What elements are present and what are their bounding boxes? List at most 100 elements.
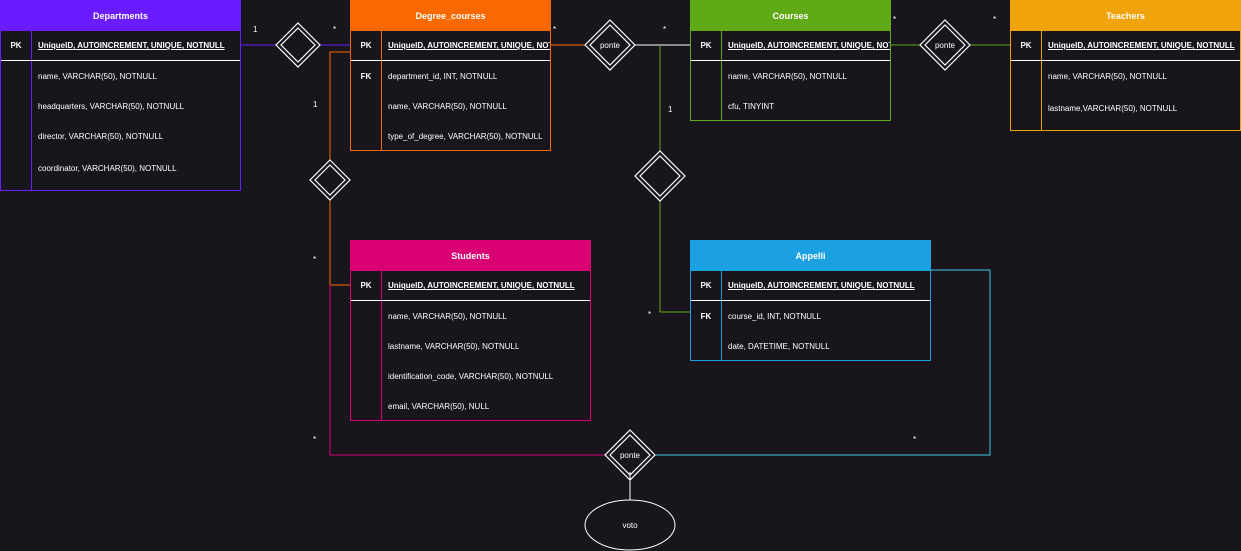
key-column-divider <box>381 31 382 150</box>
attribute-text: course_id, INT, NOTNULL <box>728 311 821 321</box>
key-column-divider <box>721 271 722 360</box>
attribute-key: FK <box>360 71 372 81</box>
attribute-key: FK <box>700 311 712 321</box>
attribute-text: UniqueID, AUTOINCREMENT, UNIQUE, NOTNULL <box>388 41 550 50</box>
attribute-text: name, VARCHAR(50), NOTNULL <box>388 101 507 111</box>
entity-attribute-row: cfu, TINYINT <box>691 91 890 121</box>
conn-students-ponte <box>329 285 606 456</box>
relationship-diamond <box>639 155 681 197</box>
entity-attribute-row: FK department_id, INT, NOTNULL <box>351 61 550 91</box>
cardinality-label: * <box>663 25 667 34</box>
entity-attribute-row: PK UniqueID, AUTOINCREMENT, UNIQUE, NOTNU… <box>1011 31 1240 61</box>
attribute-text: department_id, INT, NOTNULL <box>388 71 498 81</box>
attribute-text: name, VARCHAR(50), NOTNULL <box>728 71 847 81</box>
cardinality-label: * <box>313 255 317 264</box>
cardinality-label: * <box>893 15 897 24</box>
entity-departments-title: Departments <box>1 1 240 31</box>
attribute-key: PK <box>700 41 712 50</box>
entity-teachers[interactable]: Teachers PK UniqueID, AUTOINCREMENT, UNIQ… <box>1010 0 1241 131</box>
attribute-key: PK <box>700 281 712 290</box>
entity-courses-title: Courses <box>691 1 890 31</box>
conn-courses-appelli-2 <box>659 200 690 313</box>
cardinality-label: * <box>333 25 337 34</box>
relationship-diamond[interactable] <box>634 150 686 202</box>
cardinality-label: * <box>553 25 557 34</box>
entity-appelli-title: Appelli <box>691 241 930 271</box>
attribute-key: PK <box>1020 41 1032 50</box>
entity-attribute-row: headquarters, VARCHAR(50), NOTNULL <box>1 91 240 121</box>
cardinality-label: * <box>313 435 317 444</box>
connectors <box>241 44 1010 456</box>
attribute-text: UniqueID, AUTOINCREMENT, UNIQUE, NOTNULL <box>1048 41 1235 50</box>
entity-attribute-row: name, VARCHAR(50), NOTNULL <box>1 61 240 91</box>
attribute-text: email, VARCHAR(50), NULL <box>388 401 490 411</box>
cardinality-label: * <box>993 15 997 24</box>
attribute-text: coordinator, VARCHAR(50), NOTNULL <box>38 164 177 173</box>
entity-attribute-row: type_of_degree, VARCHAR(50), NOTNULL <box>351 121 550 151</box>
cardinality-label: * <box>648 310 652 319</box>
attribute-text: headquarters, VARCHAR(50), NOTNULL <box>38 101 185 111</box>
attribute-text: UniqueID, AUTOINCREMENT, UNIQUE, NOTNULL <box>728 281 915 290</box>
key-column-divider <box>721 31 722 120</box>
rel-label-courses-teachers: ponte <box>935 41 956 50</box>
attribute-text: identification_code, VARCHAR(50), NOTNUL… <box>388 371 554 381</box>
entity-attribute-row: date, DATETIME, NOTNULL <box>691 331 930 361</box>
entity-attribute-row: director, VARCHAR(50), NOTNULL <box>1 121 240 151</box>
attribute-text: name, VARCHAR(50), NOTNULL <box>1048 71 1167 81</box>
entity-departments[interactable]: Departments PK UniqueID, AUTOINCREMENT, U… <box>0 0 241 191</box>
entity-attribute-row: coordinator, VARCHAR(50), NOTNULL <box>1 151 240 186</box>
relationship-diamond <box>280 27 316 63</box>
relationship-diamond-ponte[interactable] <box>919 19 971 71</box>
entity-courses[interactable]: Courses PK UniqueID, AUTOINCREMENT, UNIQU… <box>690 0 891 121</box>
conn-degree-students <box>329 51 350 160</box>
entity-attribute-row: FK course_id, INT, NOTNULL <box>691 301 930 331</box>
attribute-key: PK <box>10 41 22 50</box>
cardinality-label: 1 <box>253 25 258 34</box>
entity-attribute-row: lastname, VARCHAR(50), NOTNULL <box>351 331 590 361</box>
entity-attribute-row: name, VARCHAR(50), NOTNULL <box>351 301 590 331</box>
attribute-text: UniqueID, AUTOINCREMENT, UNIQUE, NOTNULL <box>728 41 890 50</box>
conn-ponte-appelli <box>654 269 991 456</box>
relationship-diamond-ponte <box>589 24 631 66</box>
relationship-diamond[interactable] <box>275 22 321 68</box>
key-column-divider <box>381 271 382 420</box>
relationship-diamonds <box>275 19 971 481</box>
entity-attribute-row: PK UniqueID, AUTOINCREMENT, UNIQUE, NOTNU… <box>691 271 930 301</box>
key-column-divider <box>1041 31 1042 130</box>
relationship-diamond-ponte[interactable] <box>584 19 636 71</box>
entity-attribute-row: PK UniqueID, AUTOINCREMENT, UNIQUE, NOTNU… <box>351 31 550 61</box>
entity-attribute-row: PK UniqueID, AUTOINCREMENT, UNIQUE, NOTNU… <box>1 31 240 61</box>
entity-attribute-row: name, VARCHAR(50), NOTNULL <box>351 91 550 121</box>
relationship-diamond[interactable] <box>309 159 351 201</box>
cardinality-label: 1 <box>313 100 318 109</box>
relationship-diamond-ponte <box>924 24 966 66</box>
attribute-text: lastname, VARCHAR(50), NOTNULL <box>388 341 520 351</box>
relationship-diamond <box>314 164 346 196</box>
attribute-text: director, VARCHAR(50), NOTNULL <box>38 131 164 141</box>
entity-attribute-row: identification_code, VARCHAR(50), NOTNUL… <box>351 361 590 391</box>
entity-appelli[interactable]: Appelli PK UniqueID, AUTOINCREMENT, UNIQU… <box>690 240 931 361</box>
voto-attribute-label: voto <box>622 521 638 530</box>
entity-degree-courses-title: Degree_courses <box>351 1 550 31</box>
conn-degree-students-2 <box>329 198 350 286</box>
entity-attribute-row: email, VARCHAR(50), NULL <box>351 391 590 421</box>
entity-students-title: Students <box>351 241 590 271</box>
attribute-text: name, VARCHAR(50), NOTNULL <box>38 71 157 81</box>
entity-attribute-row: name, VARCHAR(50), NOTNULL <box>691 61 890 91</box>
entity-degree-courses[interactable]: Degree_courses PK UniqueID, AUTOINCREMENT… <box>350 0 551 151</box>
attribute-text: name, VARCHAR(50), NOTNULL <box>388 311 507 321</box>
attribute-text: UniqueID, AUTOINCREMENT, UNIQUE, NOTNULL <box>388 281 575 290</box>
attribute-text: UniqueID, AUTOINCREMENT, UNIQUE, NOTNULL <box>38 41 225 50</box>
entity-attribute-row: PK UniqueID, AUTOINCREMENT, UNIQUE, NOTNU… <box>691 31 890 61</box>
voto-attribute[interactable] <box>584 499 676 551</box>
entity-teachers-title: Teachers <box>1011 1 1240 31</box>
attribute-text: type_of_degree, VARCHAR(50), NOTNULL <box>388 131 543 141</box>
cardinality-label: 1 <box>668 105 673 114</box>
attribute-text: lastname,VARCHAR(50), NOTNULL <box>1048 104 1178 113</box>
entity-attribute-row: name, VARCHAR(50), NOTNULL <box>1011 61 1240 91</box>
rel-label-students-appelli: ponte <box>620 451 641 460</box>
attribute-key: PK <box>360 41 372 50</box>
